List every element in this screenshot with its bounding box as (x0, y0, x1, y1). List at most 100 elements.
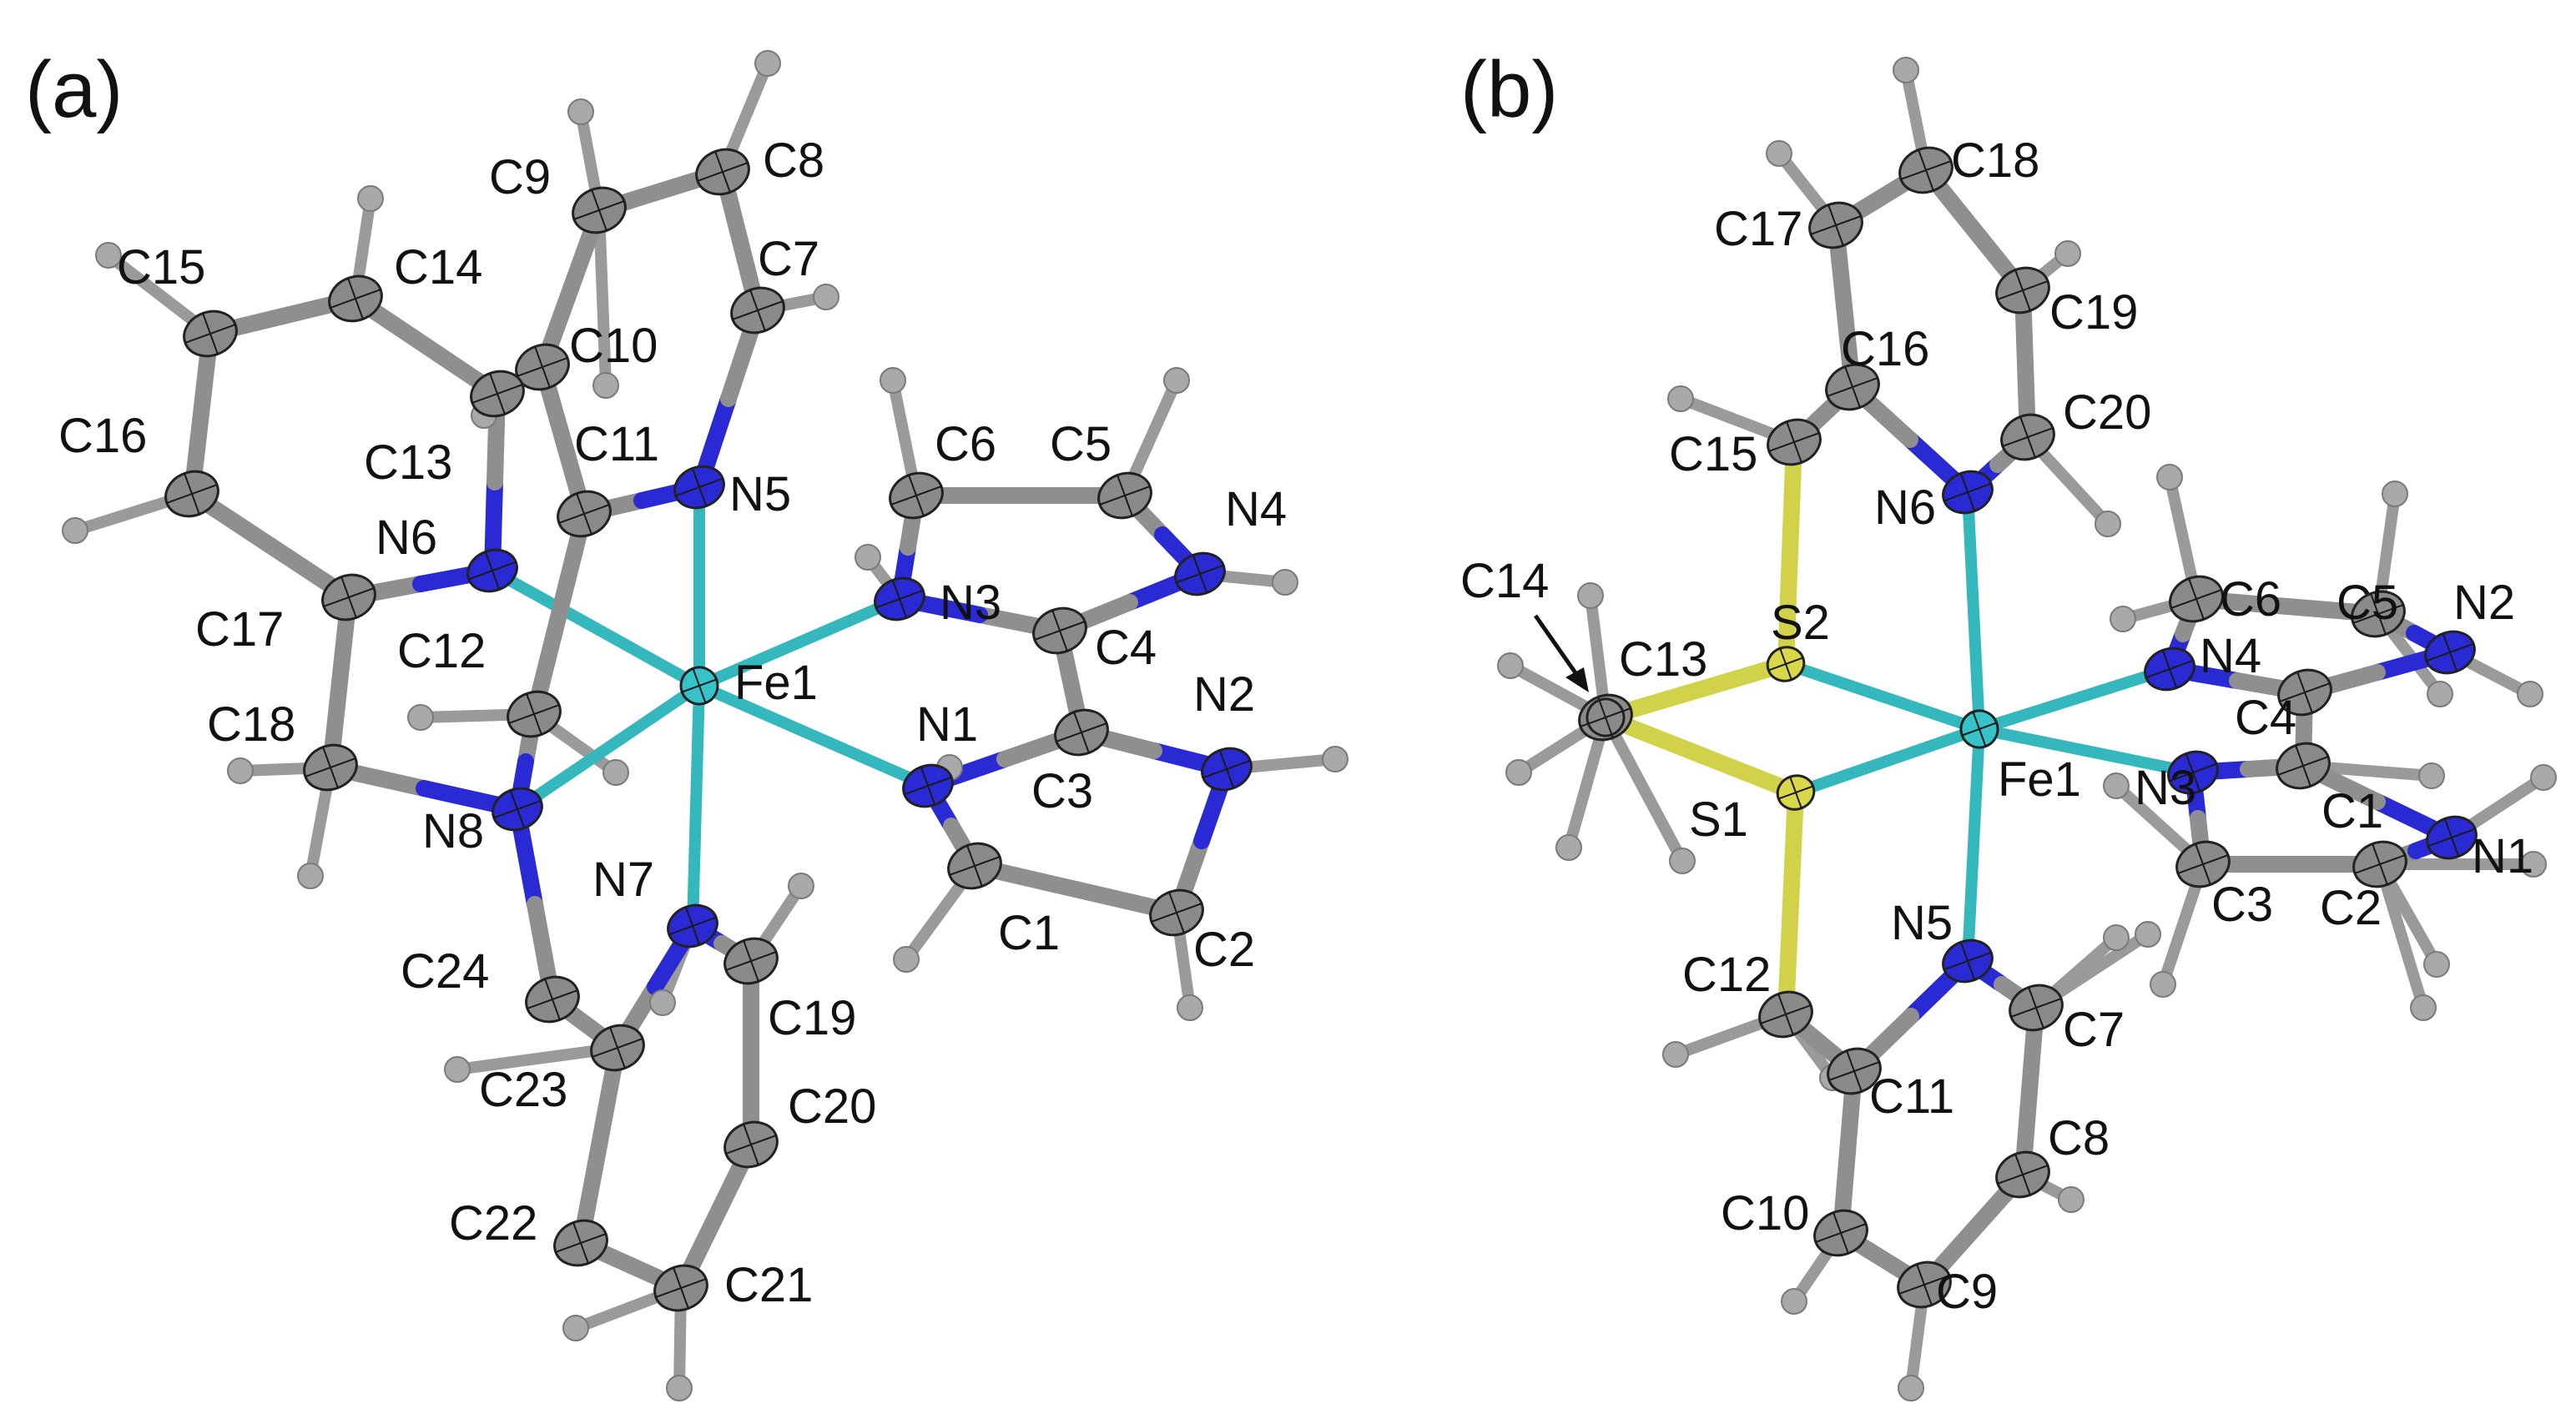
panel-a-atom-octant-c14 (330, 278, 381, 320)
panel-b-atoms (1497, 57, 2557, 1401)
panel-b-label-c14: C14 (1460, 554, 1549, 608)
panel-a-atom-octant-c2 (1151, 892, 1202, 933)
panel-b-label-c10: C10 (1721, 1186, 1809, 1240)
panel-a-label-c4: C4 (1095, 621, 1157, 675)
panel-a-label-c2: C2 (1193, 923, 1255, 977)
panel-b-hydrogen-atom (2410, 994, 2437, 1021)
panel-a-label-c17: C17 (195, 602, 284, 657)
panel-b-atom-octant-c1 (2277, 745, 2329, 787)
panel-a-label-n5: N5 (729, 467, 791, 521)
panel-b-label-c11: C11 (1869, 1069, 1954, 1124)
panel-b-hydrogen-atom (1781, 1288, 1807, 1315)
panel-b-atom-octant-c9 (1898, 1264, 1950, 1306)
panel-a-atom-octant-n4 (1176, 555, 1224, 593)
panel-b-atom-octant-c10 (1815, 1212, 1867, 1254)
panel-b-label-s1: S1 (1689, 793, 1748, 847)
panel-b-hydrogen-atom (2418, 762, 2445, 789)
panel-b-hydrogen-atom (2095, 511, 2121, 537)
panel-b-bond-S2-C15 (1777, 545, 1798, 672)
panel-b-label-fe1: Fe1 (1998, 752, 2081, 807)
panel-b-atom-octant-c2 (2354, 843, 2406, 885)
panel-a-label-n7: N7 (592, 853, 654, 907)
panel-b-hydrogen-atom (1577, 582, 1604, 609)
panel-a-hydrogen-atom (1322, 746, 1348, 772)
panel-b-hydrogen-atom (2135, 921, 2161, 948)
panel-a-atom-octant-c4 (1034, 610, 1086, 652)
panel-a-label-c1: C1 (998, 906, 1060, 960)
panel-a-bond-Fe1-N7 (690, 680, 705, 812)
panel-a-atom-octant-fe1 (681, 667, 718, 704)
panel-b-label-c12: C12 (1682, 948, 1771, 1002)
panel-b-atom-octant-fe1 (1961, 711, 1998, 747)
panel-a-label-c12: C12 (397, 624, 486, 678)
panel-b-structure: Fe1S1S2N1N2N3N4N5N6C1C2C3C4C5C6C7C8C9C10… (1460, 57, 2557, 1401)
panel-b-atom-octant-c14 (1587, 699, 1624, 736)
panel-a-label-c14: C14 (394, 240, 482, 294)
panel-a-hydrogen-atom (357, 185, 384, 212)
panel-b-hydrogen-atom (2103, 772, 2130, 799)
panel-a-atom-octant-c5 (1099, 475, 1151, 516)
panel-b-atom-octant-c18 (1900, 149, 1952, 191)
panel-b-atom-octant-c12 (1760, 994, 1812, 1035)
panel-a-hydrogen-atom (95, 242, 122, 269)
panel-b-label-c19: C19 (2049, 285, 2138, 340)
panel-a-hydrogen-atom (567, 98, 594, 125)
panel-a-label-c18: C18 (207, 697, 295, 752)
panel-a-hydrogen-atom (754, 50, 781, 77)
panel-a-hydrogen-atom (562, 1315, 589, 1341)
panel-b-hydrogen-atom (2058, 1186, 2084, 1213)
panel-a-atom-octant-c17 (323, 576, 375, 618)
panel-a-hydrogen-atom (649, 989, 676, 1016)
panel-a-label-c16: C16 (58, 409, 147, 463)
panel-a-label-fe1: Fe1 (734, 656, 818, 710)
panel-b-label-c7: C7 (2063, 1003, 2125, 1057)
panel-a-hydrogen-atom (1272, 569, 1298, 596)
panel-b-hydrogen-atom (1662, 1041, 1689, 1068)
panel-b-atom-octant-c4 (2279, 672, 2331, 713)
panel-b-label-c2: C2 (2320, 881, 2382, 935)
panel-a-hydrogen-atom (297, 863, 324, 889)
panel-b-c14-arrowhead (1565, 667, 1589, 692)
panel-b-labels: Fe1S1S2N1N2N3N4N5N6C1C2C3C4C5C6C7C8C9C10… (1460, 133, 2533, 1319)
panel-a-label-c20: C20 (788, 1079, 876, 1134)
panel-a-label-c9: C9 (489, 150, 551, 204)
panel-b-atom-octant-c19 (1997, 269, 2049, 311)
panel-b-bond-Fe1-N6 (1968, 605, 1985, 735)
panel-a-atom-octant-c19 (725, 940, 777, 982)
panel-b-atom-octant-n5 (1943, 942, 1992, 980)
panel-b-label-n5: N5 (1891, 896, 1953, 950)
panel-b-atom-octant-n2 (2426, 633, 2474, 672)
panel-b-label-n3: N3 (2135, 761, 2196, 815)
panel-b-hydrogen-atom (1497, 652, 1524, 679)
panel-b-hydrogen-atom (2423, 951, 2450, 978)
panel-a-atom-octant-c12 (508, 693, 560, 735)
panel-a-atom-octant-c15 (184, 313, 236, 355)
panel-b-atom-octant-n1 (2427, 818, 2476, 857)
panel-a-label-c7: C7 (758, 232, 819, 286)
panel-b-atom-octant-c17 (1810, 204, 1862, 246)
panel-b-label-n2: N2 (2453, 576, 2515, 630)
panel-a-hydrogen-atom (880, 367, 906, 394)
panel-a-label-n2: N2 (1193, 667, 1255, 722)
panel-a-atom-octant-c7 (732, 289, 784, 331)
panel-a-atom-octant-c6 (890, 475, 942, 516)
panel-b-label-c8: C8 (2048, 1111, 2110, 1165)
panel-b-hydrogen-atom (1555, 834, 1582, 861)
panel-b-atom-octant-c3 (2177, 843, 2229, 885)
panel-a-label-c23: C23 (479, 1063, 567, 1117)
panel-a-atom-octant-c23 (592, 1027, 643, 1069)
panel-a-atom-octant-c9 (573, 189, 625, 231)
panel-b-label-c20: C20 (2063, 385, 2151, 440)
panel-a-hydrogen-atom (893, 946, 920, 973)
panel-a-atom-octant-n5 (675, 468, 723, 506)
panel-b-atom-octant-c7 (2010, 987, 2062, 1029)
panel-a-label-n3: N3 (940, 576, 1001, 630)
panel-a-label-c11: C11 (574, 417, 659, 471)
panel-a-label-c8: C8 (763, 133, 824, 188)
panel-a-label-n6: N6 (376, 511, 437, 565)
panel-a-label-c22: C22 (449, 1196, 537, 1250)
panel-a-atom-octant-n6 (468, 551, 517, 590)
panel-b-bond-S1-C12 (1782, 784, 1804, 912)
